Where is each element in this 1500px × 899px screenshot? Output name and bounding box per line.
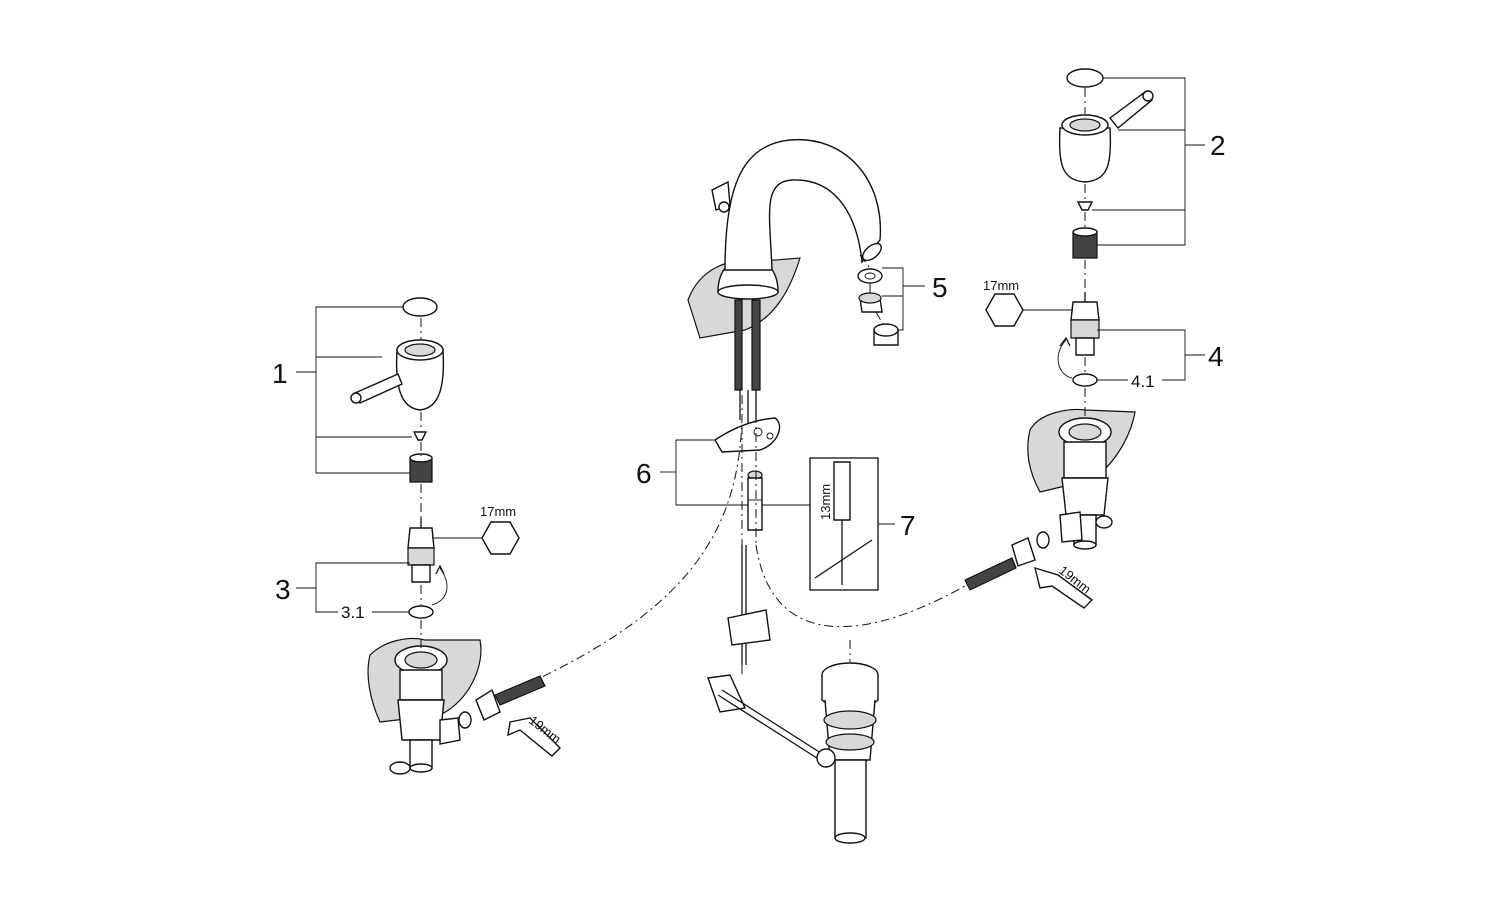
left-cartridge [407,518,448,619]
callout-leaders [296,77,1205,613]
left-valve-body [367,637,482,775]
hex-size-right: 17mm [983,278,1019,293]
callout-3: 3 [275,574,291,605]
tool-box [809,457,879,591]
left-hose [458,675,561,757]
callout-6: 6 [636,458,652,489]
callout-5: 5 [932,272,948,303]
callout-4: 4 [1208,341,1224,372]
callout-7: 7 [900,510,916,541]
spout-body [687,138,882,425]
aerator-set [857,268,899,346]
hex-wrench-icon-right [985,293,1024,327]
pop-up-assembly [707,545,879,844]
mounting-bracket [714,417,781,531]
right-handle-stack [1058,68,1154,259]
assembly-axes [420,88,1086,679]
hex-size-left: 17mm [480,504,516,519]
callout-1: 1 [272,358,288,389]
right-hose [964,531,1094,609]
right-cartridge [1057,292,1100,387]
callout-4-1: 4.1 [1131,372,1155,391]
right-valve-body [1027,408,1136,550]
tool-size-7: 13mm [818,484,833,520]
left-handle-stack [350,297,445,483]
hex-wrench-icon-left [481,521,520,555]
callout-3-1: 3.1 [341,603,365,622]
callout-2: 2 [1210,130,1226,161]
